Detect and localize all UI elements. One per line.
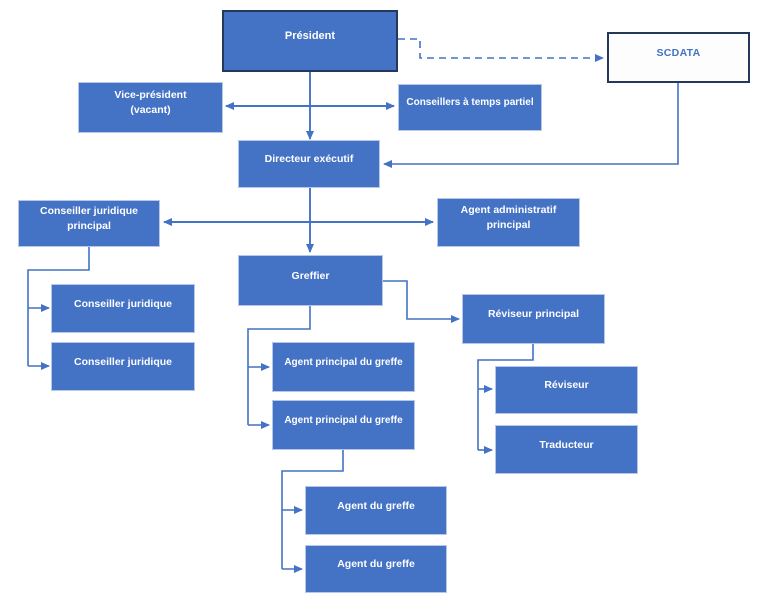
connector-agent-principal-greffe-2-trunk [281, 450, 344, 569]
node-conseiller-juridique-1: Conseiller juridique [51, 284, 195, 333]
connector-conseiller-juridique-principal-trunk [27, 247, 90, 366]
node-directeur-executif: Directeur exécutif [238, 140, 380, 188]
node-vice-president: Vice-président (vacant) [78, 82, 223, 133]
node-agent-administratif-principal: Agent administratif principal [437, 198, 580, 247]
connector-scdata-directeur-executif [383, 83, 679, 168]
node-president: Président [222, 10, 398, 72]
node-traducteur: Traducteur [495, 425, 638, 474]
connector-reviseur-principal-trunk [477, 344, 534, 450]
node-conseiller-juridique-principal: Conseiller juridique principal [18, 200, 160, 247]
connector-greffier-reviseur-principal [383, 280, 460, 323]
connector-greffier-trunk [247, 306, 311, 425]
node-agent-principal-greffe-1: Agent principal du greffe [272, 342, 415, 392]
node-reviseur: Réviseur [495, 366, 638, 414]
node-agent-principal-greffe-2: Agent principal du greffe [272, 400, 415, 450]
node-scdata: SCDATA [607, 32, 750, 83]
node-agent-greffe-2: Agent du greffe [305, 545, 447, 593]
node-reviseur-principal: Réviseur principal [462, 294, 605, 344]
connector-president-scdata-dashed [398, 38, 604, 62]
node-conseillers-temps-partiel: Conseillers à temps partiel [398, 84, 542, 131]
node-agent-greffe-1: Agent du greffe [305, 486, 447, 535]
node-greffier: Greffier [238, 255, 383, 306]
node-conseiller-juridique-2: Conseiller juridique [51, 342, 195, 391]
